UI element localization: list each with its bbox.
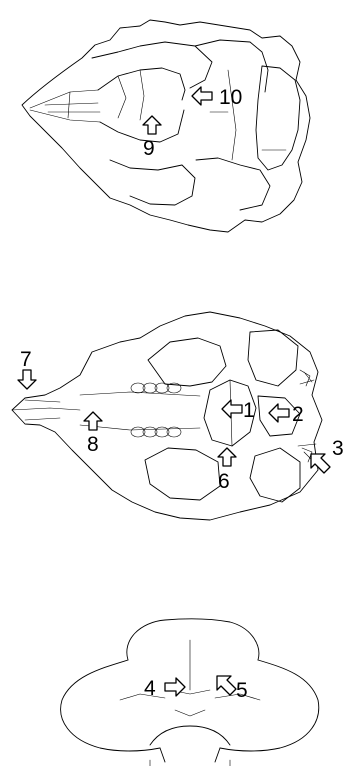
label-9: 9 [143,137,155,160]
dorsal-view-drawing [22,20,310,232]
label-4: 4 [144,677,156,700]
arrow-7-icon [18,370,36,389]
arrow-4-icon [165,678,185,696]
label-5: 5 [236,679,248,702]
arrow-8-icon [84,412,102,430]
posterior-view-drawing [61,619,319,766]
arrow-2-icon [269,404,289,422]
arrow-5-icon [217,676,236,695]
label-3: 3 [332,437,344,460]
arrow-9-icon [143,116,161,134]
label-7: 7 [20,348,32,371]
arrow-6-icon [218,448,236,466]
arrow-1-icon [222,400,242,418]
arrow-10-icon [192,87,212,105]
label-6: 6 [218,470,230,493]
label-1: 1 [243,399,255,422]
label-10: 10 [219,86,242,109]
label-2: 2 [292,403,304,426]
label-8: 8 [87,433,99,456]
arrow-3-icon [311,454,330,473]
